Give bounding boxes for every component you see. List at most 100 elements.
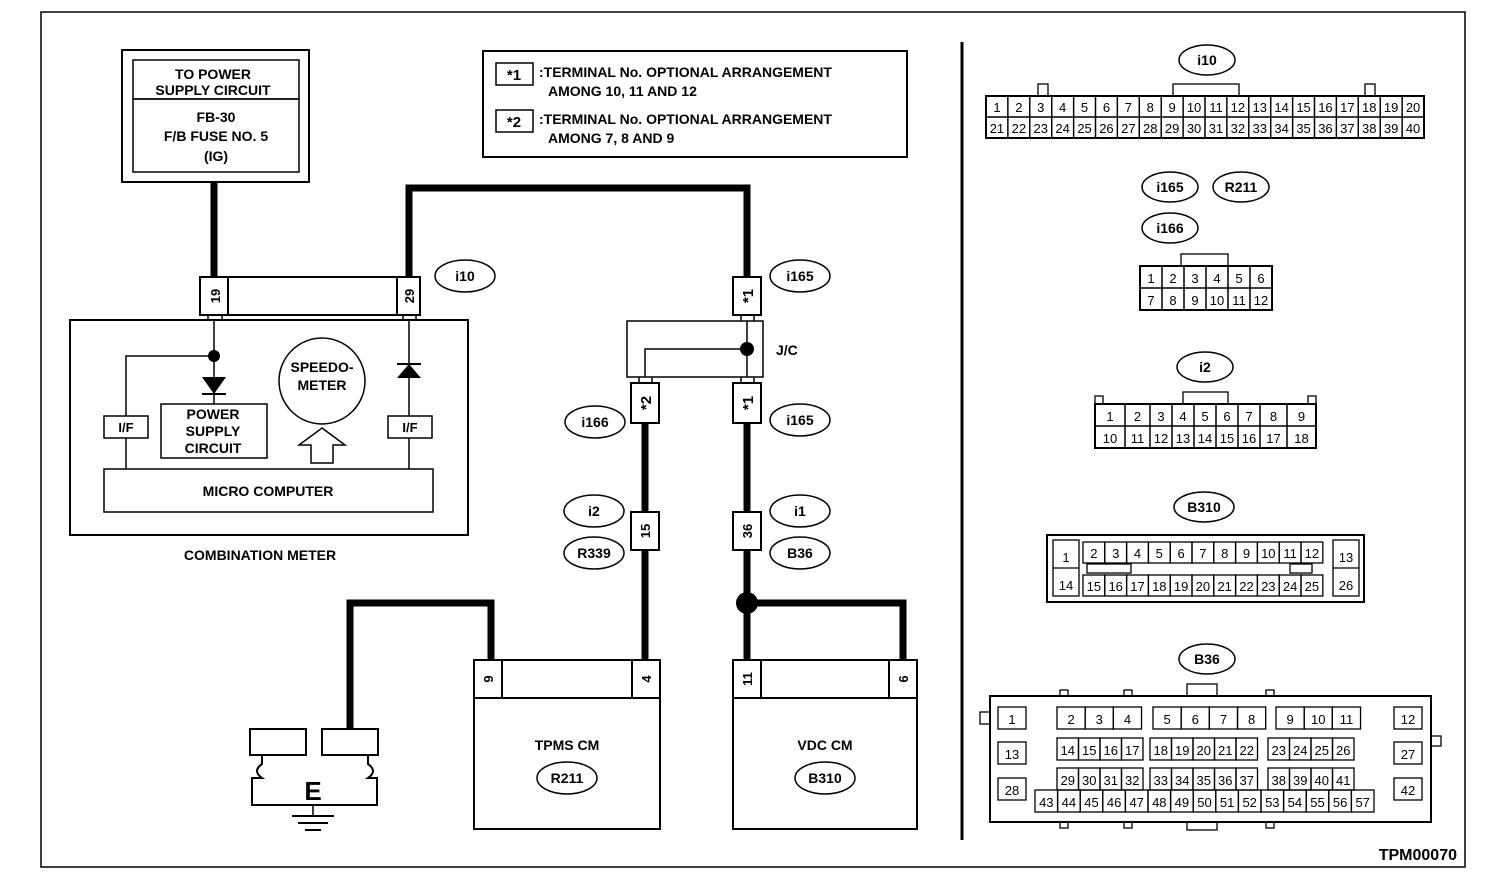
cv-b36-tag [1178, 643, 1236, 675]
cv-i166-tag [1141, 212, 1199, 244]
b310-pin: 2 [1090, 546, 1097, 561]
i2-pin: 3 [1157, 409, 1164, 424]
cv-i2-label: i2 [1199, 359, 1211, 375]
i10-latch [1364, 83, 1376, 97]
b36-pin: 56 [1333, 795, 1347, 810]
b36-cell [1393, 777, 1423, 801]
b310-pin: 16 [1108, 579, 1122, 594]
legend-line-1b: AMONG 10, 11 AND 12 [548, 83, 697, 99]
i10-pin: 13 [1253, 100, 1267, 115]
i165-pin: 10 [1210, 293, 1224, 308]
svg-text:R339: R339 [577, 545, 611, 561]
b36-pin: 30 [1082, 773, 1096, 788]
figure-id: TPM00070 [1379, 847, 1457, 864]
cv-b310-label: B310 [1187, 499, 1221, 515]
r339-tag: R339 [563, 536, 625, 570]
i10-pin: 1 [993, 100, 1000, 115]
b36-pin: 55 [1310, 795, 1324, 810]
b36-pin: 9 [1286, 712, 1293, 727]
i10-pin: 34 [1274, 121, 1288, 136]
b36-pin: 3 [1096, 712, 1103, 727]
fuse-line3: (IG) [204, 148, 228, 164]
b36-cell [1236, 706, 1267, 730]
b310-pin: 22 [1239, 579, 1253, 594]
i165-pin: 9 [1191, 293, 1198, 308]
b36-pin: 18 [1154, 743, 1168, 758]
b310-key [1289, 563, 1313, 574]
i10-pin: 39 [1384, 121, 1398, 136]
b36-pin: 13 [1005, 747, 1019, 762]
b36-pin: 48 [1152, 795, 1166, 810]
b36-cell [1120, 737, 1144, 761]
b36-pin: 38 [1272, 773, 1286, 788]
i1-tag: i1 [769, 494, 831, 528]
b36-pin: 54 [1288, 795, 1302, 810]
i10-tag: i10 [434, 259, 496, 293]
i10-pin: 31 [1209, 121, 1223, 136]
meter-pin-29: 29 [402, 289, 417, 303]
b36-cell [1235, 737, 1259, 761]
i165-pin: 2 [1169, 271, 1176, 286]
i165-pin: 12 [1254, 293, 1268, 308]
b36-pin: 14 [1061, 743, 1075, 758]
b36-pin: 29 [1061, 773, 1075, 788]
b310-pin: 14 [1059, 578, 1073, 593]
svg-text:15: 15 [638, 524, 653, 538]
cv-i166-label: i166 [1156, 220, 1183, 236]
power-header-line1: TO POWER [175, 66, 251, 82]
i2-pin: 1 [1106, 409, 1113, 424]
b310-pin: 17 [1130, 579, 1144, 594]
svg-text:i165: i165 [786, 412, 813, 428]
b36-latch [1123, 689, 1133, 697]
b36-side-latch [1430, 735, 1442, 747]
b36-pin: 27 [1401, 747, 1415, 762]
legend-line-2b: AMONG 7, 8 AND 9 [548, 130, 674, 146]
i10-pin: 18 [1362, 100, 1376, 115]
i2-pin: 16 [1242, 431, 1256, 446]
meter-pin-19: 19 [208, 289, 223, 303]
b36-pin: 51 [1220, 795, 1234, 810]
b310-pin: 11 [1283, 546, 1297, 561]
tpms-code: R211 [551, 770, 584, 786]
b36-pin: 40 [1315, 773, 1329, 788]
i2-pin: 6 [1223, 409, 1230, 424]
i10-pin: 5 [1081, 100, 1088, 115]
b36-pin: 46 [1107, 795, 1121, 810]
b36-pin: 28 [1005, 783, 1019, 798]
i10-key [1172, 83, 1240, 97]
i10-pin: 6 [1103, 100, 1110, 115]
i10-pin: 21 [990, 121, 1004, 136]
jc-right-pin: *1 [740, 396, 757, 410]
i10-pin: 14 [1274, 100, 1288, 115]
i2-key [1182, 391, 1229, 405]
i10-pin: 2 [1015, 100, 1022, 115]
speedo-line2: METER [298, 377, 347, 393]
b36-top-key [1186, 683, 1218, 697]
i10-pin: 37 [1340, 121, 1354, 136]
legend-mark-2: *2 [507, 114, 521, 131]
joint-connector: *1 *2 *1 J/C [626, 276, 798, 424]
i10-pin: 10 [1187, 100, 1201, 115]
b36-pin: 7 [1220, 712, 1227, 727]
b36-latch [1123, 821, 1133, 829]
b310-pin: 8 [1221, 546, 1228, 561]
b36-cell [1331, 706, 1362, 730]
cv-i10-label: i10 [1197, 52, 1217, 68]
i165-pin: 4 [1213, 271, 1220, 286]
b36-pin: 23 [1272, 743, 1286, 758]
fuse-line2: F/B FUSE NO. 5 [164, 128, 268, 144]
b310-key [1086, 563, 1132, 574]
vdc-pin-6: 6 [896, 675, 911, 682]
b36-cell [1393, 741, 1423, 765]
speedo-line1: SPEEDO- [290, 359, 353, 375]
vdc-control-module: 11 6 VDC CM B310 [732, 659, 918, 830]
jc-label: J/C [776, 342, 798, 358]
b36-pin: 43 [1039, 795, 1053, 810]
i2-tag: i2 [563, 494, 625, 528]
b310-pin: 13 [1339, 550, 1353, 565]
i10-pin: 40 [1406, 121, 1420, 136]
i10-pin: 20 [1406, 100, 1420, 115]
tpms-control-module: 9 4 TPMS CM R211 [473, 659, 661, 830]
b310-pin: 18 [1152, 579, 1166, 594]
b36-cell [997, 706, 1027, 730]
